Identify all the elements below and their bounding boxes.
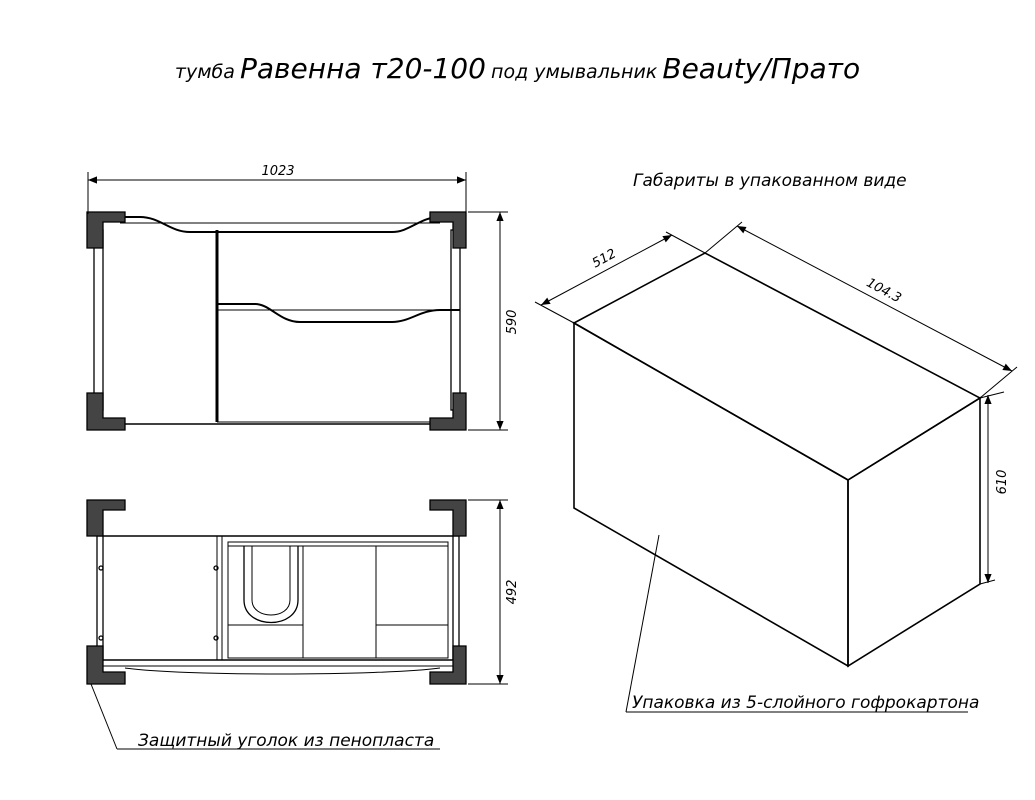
- corner-protector-icon: [86, 211, 126, 249]
- top-view: [86, 499, 467, 685]
- box-side-face: [847, 396, 981, 668]
- dim-box-height-label: 610: [995, 470, 1010, 495]
- dimension-top-depth: [468, 499, 508, 685]
- dim-front-width-label: 1023: [261, 164, 294, 179]
- front-view: [86, 211, 467, 431]
- title-part-4: Beauty/Прато: [662, 52, 861, 85]
- dimension-box-height: [979, 391, 1005, 585]
- packaging-leader: [625, 534, 968, 713]
- corner-protector-icon: [429, 211, 467, 249]
- corner-protector-icon: [429, 392, 467, 431]
- front-right-panel: [450, 229, 461, 411]
- front-top-edge: [125, 216, 441, 233]
- title-part-3: под умывальник: [491, 61, 658, 83]
- packaged-box: [572, 252, 982, 668]
- packed-dimensions-label: Габариты в упакованном виде: [633, 171, 907, 191]
- dimension-front-height: [468, 211, 508, 431]
- title-part-2: Равенна т20-100: [240, 52, 486, 85]
- dim-front-height-label: 590: [505, 310, 520, 335]
- corner-protector-icon: [86, 392, 126, 431]
- front-left-panel: [93, 229, 104, 411]
- box-top-face: [572, 252, 982, 481]
- corner-protector-icon: [429, 499, 467, 537]
- corner-protector-icon: [86, 499, 126, 537]
- corner-protector-icon: [86, 645, 126, 685]
- dimension-box-length: [704, 221, 1018, 399]
- corner-leader: [90, 683, 440, 750]
- corner-protector-icon: [429, 645, 467, 685]
- dimension-box-depth: [534, 231, 706, 324]
- dim-box-depth-label: 512: [590, 246, 619, 271]
- dimension-front-width: [87, 172, 467, 214]
- dim-box-length-label: 104.3: [864, 276, 904, 307]
- corner-protector-label: Защитный уголок из пенопласта: [138, 731, 434, 751]
- dim-top-depth-label: 492: [505, 580, 520, 605]
- packaging-label: Упаковка из 5-слойного гофрокартона: [632, 693, 979, 713]
- page-title: тумба Равенна т20-100 под умывальник Bea…: [0, 52, 1035, 85]
- box-front-face: [573, 321, 849, 668]
- front-drawer-edge: [217, 303, 460, 323]
- title-part-1: тумба: [174, 61, 235, 83]
